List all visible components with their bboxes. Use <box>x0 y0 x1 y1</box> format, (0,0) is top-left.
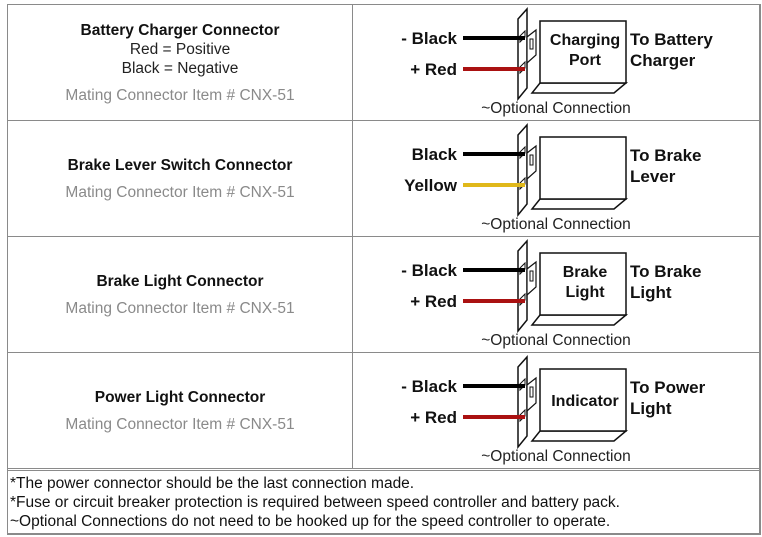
destination-label: To Battery <box>630 30 713 49</box>
table-row: Battery Charger Connector Red = Positive… <box>8 4 759 120</box>
connector-title: Brake Light Connector <box>96 272 264 290</box>
destination-label: To Brake <box>630 146 702 165</box>
connector-description: Power Light Connector Mating Connector I… <box>8 353 353 468</box>
mating-connector-text: Mating Connector Item # CNX-51 <box>65 415 295 433</box>
connector-title: Brake Lever Switch Connector <box>67 156 293 174</box>
connector-description: Brake Lever Switch Connector Mating Conn… <box>8 121 353 236</box>
destination-label: Light <box>630 283 672 302</box>
connector-table: Battery Charger Connector Red = Positive… <box>7 4 761 535</box>
connector-plate <box>517 7 528 102</box>
latch-slot <box>529 270 534 282</box>
table-row: Brake Lever Switch Connector Mating Conn… <box>8 120 759 236</box>
mating-connector-text: Mating Connector Item # CNX-51 <box>65 299 295 317</box>
destination-label: Lever <box>630 167 676 186</box>
destination-label: To Power <box>630 378 706 397</box>
connector-body <box>539 252 627 316</box>
destination-label: Light <box>630 399 672 418</box>
optional-connection-label: ~Optional Connection <box>481 332 631 349</box>
connector-box-label: Light <box>565 284 605 301</box>
connector-body-bottom <box>530 314 629 326</box>
wire-label: Black <box>412 145 458 164</box>
wire-label: - Black <box>401 29 457 48</box>
connector-box-label: Port <box>569 52 602 69</box>
table-row: Power Light Connector Mating Connector I… <box>8 352 759 468</box>
connector-title: Battery Charger Connector <box>80 21 280 39</box>
table-row: Brake Light Connector Mating Connector I… <box>8 236 759 352</box>
connector-plate <box>517 123 528 218</box>
connector-body-bottom <box>530 198 629 210</box>
connector-body-bottom <box>530 82 629 94</box>
mating-connector-text: Mating Connector Item # CNX-51 <box>65 183 295 201</box>
wire-label: + Red <box>410 60 457 79</box>
connector-box-label: Charging <box>550 32 620 49</box>
footer-note: *Fuse or circuit breaker protection is r… <box>10 494 620 511</box>
connector-description: Battery Charger Connector Red = Positive… <box>8 5 353 120</box>
wire-label: - Black <box>401 261 457 280</box>
wire-label: - Black <box>401 377 457 396</box>
polarity-line: Red = Positive <box>129 40 231 58</box>
optional-connection-label: ~Optional Connection <box>481 448 631 465</box>
latch-slot <box>529 386 534 398</box>
connector-body-bottom <box>530 430 629 442</box>
destination-label: Charger <box>630 51 696 70</box>
connector-plate <box>517 239 528 334</box>
connector-box-label: Brake <box>563 264 608 281</box>
connector-description: Brake Light Connector Mating Connector I… <box>8 237 353 352</box>
latch-slot <box>529 154 534 166</box>
footer-notes: *The power connector should be the last … <box>8 468 759 535</box>
polarity-line: Black = Negative <box>121 59 239 77</box>
connector-box-label: Indicator <box>551 393 619 410</box>
wire-label: + Red <box>410 292 457 311</box>
mating-connector-text: Mating Connector Item # CNX-51 <box>65 86 295 104</box>
connector-body <box>539 368 627 432</box>
footer-note: ~Optional Connections do not need to be … <box>10 513 611 530</box>
wire-label: Yellow <box>404 176 458 195</box>
connector-plate <box>517 355 528 450</box>
destination-label: To Brake <box>630 262 702 281</box>
latch-slot <box>529 38 534 50</box>
optional-connection-label: ~Optional Connection <box>481 216 631 233</box>
optional-connection-label: ~Optional Connection <box>481 100 631 117</box>
connector-title: Power Light Connector <box>94 388 266 406</box>
footer-note: *The power connector should be the last … <box>10 475 415 492</box>
connector-body <box>539 136 627 200</box>
wire-label: + Red <box>410 408 457 427</box>
connector-body <box>539 20 627 84</box>
